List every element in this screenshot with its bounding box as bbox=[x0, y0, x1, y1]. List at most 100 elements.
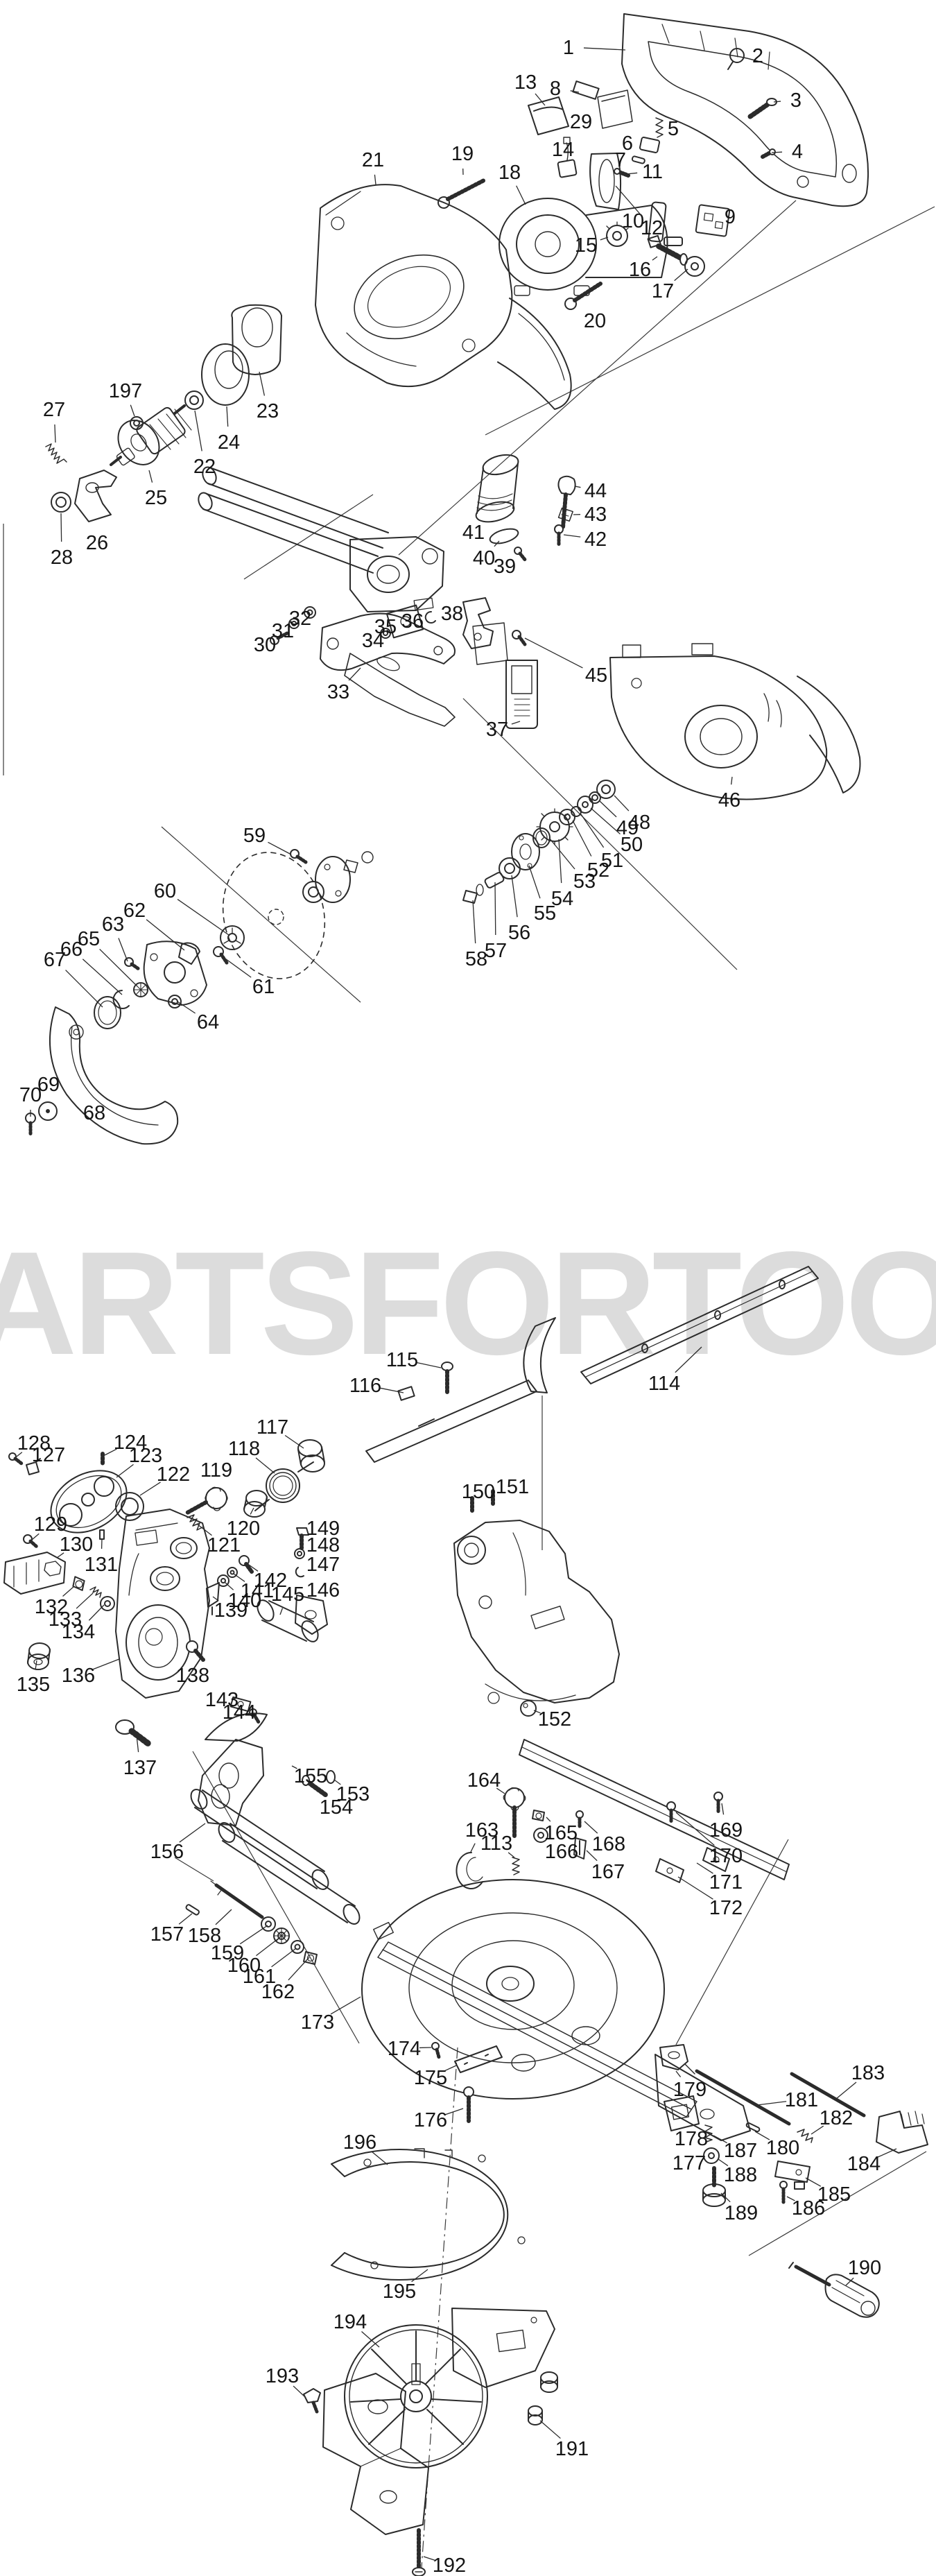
plate-143 bbox=[229, 1696, 252, 1712]
part-label-155: 155 bbox=[294, 1765, 327, 1787]
leader-line-46 bbox=[731, 776, 733, 785]
driver-handle-190 bbox=[824, 2274, 880, 2318]
part-label-129: 129 bbox=[34, 1513, 67, 1536]
part-label-179: 179 bbox=[673, 2079, 707, 2101]
part-label-35: 35 bbox=[374, 616, 397, 638]
lever-139 bbox=[206, 1582, 220, 1615]
part-label-188: 188 bbox=[724, 2164, 757, 2186]
part-label-184: 184 bbox=[847, 2153, 881, 2175]
part-label-181: 181 bbox=[785, 2089, 818, 2111]
part-label-59: 59 bbox=[243, 825, 266, 847]
plug-191 bbox=[528, 2405, 543, 2416]
part-label-61: 61 bbox=[252, 976, 275, 998]
leader-line-56 bbox=[511, 875, 518, 918]
clip-127 bbox=[26, 1458, 41, 1475]
leader-line-175 bbox=[444, 2065, 457, 2072]
ring-49 bbox=[589, 791, 601, 804]
part-label-114: 114 bbox=[648, 1373, 680, 1395]
part-label-135: 135 bbox=[17, 1674, 50, 1696]
leader-line-66 bbox=[82, 959, 123, 995]
base-wheel-194 bbox=[344, 2324, 488, 2468]
washer-188 bbox=[703, 2147, 720, 2164]
leader-line-181 bbox=[756, 2101, 787, 2106]
nut-132 bbox=[72, 1576, 85, 1591]
part-label-148: 148 bbox=[306, 1534, 340, 1556]
part-label-146: 146 bbox=[306, 1579, 340, 1602]
switch-14 bbox=[557, 159, 578, 178]
part-label-18: 18 bbox=[499, 162, 521, 184]
saw-arm-bracket bbox=[453, 1489, 620, 1717]
leader-line-37 bbox=[511, 721, 521, 725]
part-label-196: 196 bbox=[343, 2131, 376, 2154]
leader-line-155 bbox=[291, 1765, 297, 1769]
leader-line-145 bbox=[279, 1608, 284, 1615]
part-label-28: 28 bbox=[51, 547, 73, 569]
lever-38 bbox=[462, 597, 494, 649]
leader-line-159 bbox=[239, 1925, 268, 1945]
part-label-9: 9 bbox=[725, 206, 736, 228]
part-label-124: 124 bbox=[114, 1432, 147, 1454]
part-label-32: 32 bbox=[289, 608, 311, 630]
leader-line-164 bbox=[496, 1787, 505, 1794]
part-label-113: 113 bbox=[480, 1832, 512, 1855]
screw-3 bbox=[747, 101, 771, 119]
blade-group bbox=[220, 849, 374, 979]
part-label-117: 117 bbox=[257, 1416, 288, 1439]
leader-line-162 bbox=[288, 1957, 310, 1981]
leader-line-141 bbox=[233, 1573, 245, 1582]
leader-line-124 bbox=[104, 1448, 117, 1456]
part-label-17: 17 bbox=[652, 280, 674, 302]
part-label-66: 66 bbox=[60, 938, 83, 961]
holder-146 bbox=[295, 1595, 328, 1635]
part-label-11: 11 bbox=[642, 161, 663, 183]
part-label-156: 156 bbox=[150, 1841, 184, 1863]
bearing-28 bbox=[51, 492, 71, 513]
part-label-7: 7 bbox=[615, 149, 626, 171]
leader-line-67 bbox=[65, 970, 103, 1008]
part-label-69: 69 bbox=[37, 1074, 60, 1096]
o-ring-148 bbox=[294, 1548, 305, 1559]
part-label-115: 115 bbox=[386, 1349, 418, 1371]
handle-small-parts bbox=[528, 48, 777, 178]
washer-140 bbox=[217, 1574, 229, 1587]
arm-33 bbox=[320, 612, 456, 671]
holder-guard-156 bbox=[205, 1712, 268, 1742]
part-label-122: 122 bbox=[157, 1463, 190, 1486]
sleeve-23 bbox=[231, 304, 282, 375]
part-label-130: 130 bbox=[60, 1534, 93, 1556]
leader-line-15 bbox=[600, 237, 609, 241]
leader-line-195 bbox=[411, 2269, 428, 2283]
push-nut-64 bbox=[168, 995, 182, 1008]
spring-121 bbox=[187, 1514, 203, 1531]
part-label-64: 64 bbox=[197, 1011, 219, 1033]
leader-line-117 bbox=[284, 1434, 304, 1449]
flange-60 bbox=[220, 925, 245, 950]
leader-line-40 bbox=[494, 540, 500, 547]
part-label-24: 24 bbox=[218, 431, 240, 454]
leader-line-4 bbox=[771, 151, 783, 153]
leader-line-54 bbox=[558, 839, 562, 884]
part-label-167: 167 bbox=[591, 1861, 625, 1883]
rod-158 bbox=[214, 1883, 264, 1919]
part-label-51: 51 bbox=[601, 850, 623, 872]
leader-line-139 bbox=[212, 1596, 219, 1602]
part-label-53: 53 bbox=[573, 870, 596, 893]
leader-line-1 bbox=[583, 47, 626, 51]
part-label-128: 128 bbox=[17, 1432, 51, 1454]
leader-line-123 bbox=[116, 1463, 134, 1478]
leader-line-161 bbox=[271, 1948, 297, 1968]
leader-line-180 bbox=[754, 2131, 770, 2140]
part-label-21: 21 bbox=[362, 149, 384, 171]
part-label-42: 42 bbox=[584, 529, 607, 551]
part-label-120: 120 bbox=[227, 1518, 260, 1540]
part-label-164: 164 bbox=[467, 1769, 501, 1792]
pointer-167 bbox=[573, 1837, 587, 1860]
part-label-149: 149 bbox=[306, 1518, 340, 1540]
part-label-39: 39 bbox=[494, 556, 516, 578]
leader-line-165 bbox=[546, 1817, 551, 1822]
part-label-175: 175 bbox=[414, 2067, 447, 2089]
leader-line-24 bbox=[226, 406, 229, 427]
armature-core bbox=[136, 406, 186, 455]
leader-line-194 bbox=[361, 2331, 380, 2348]
